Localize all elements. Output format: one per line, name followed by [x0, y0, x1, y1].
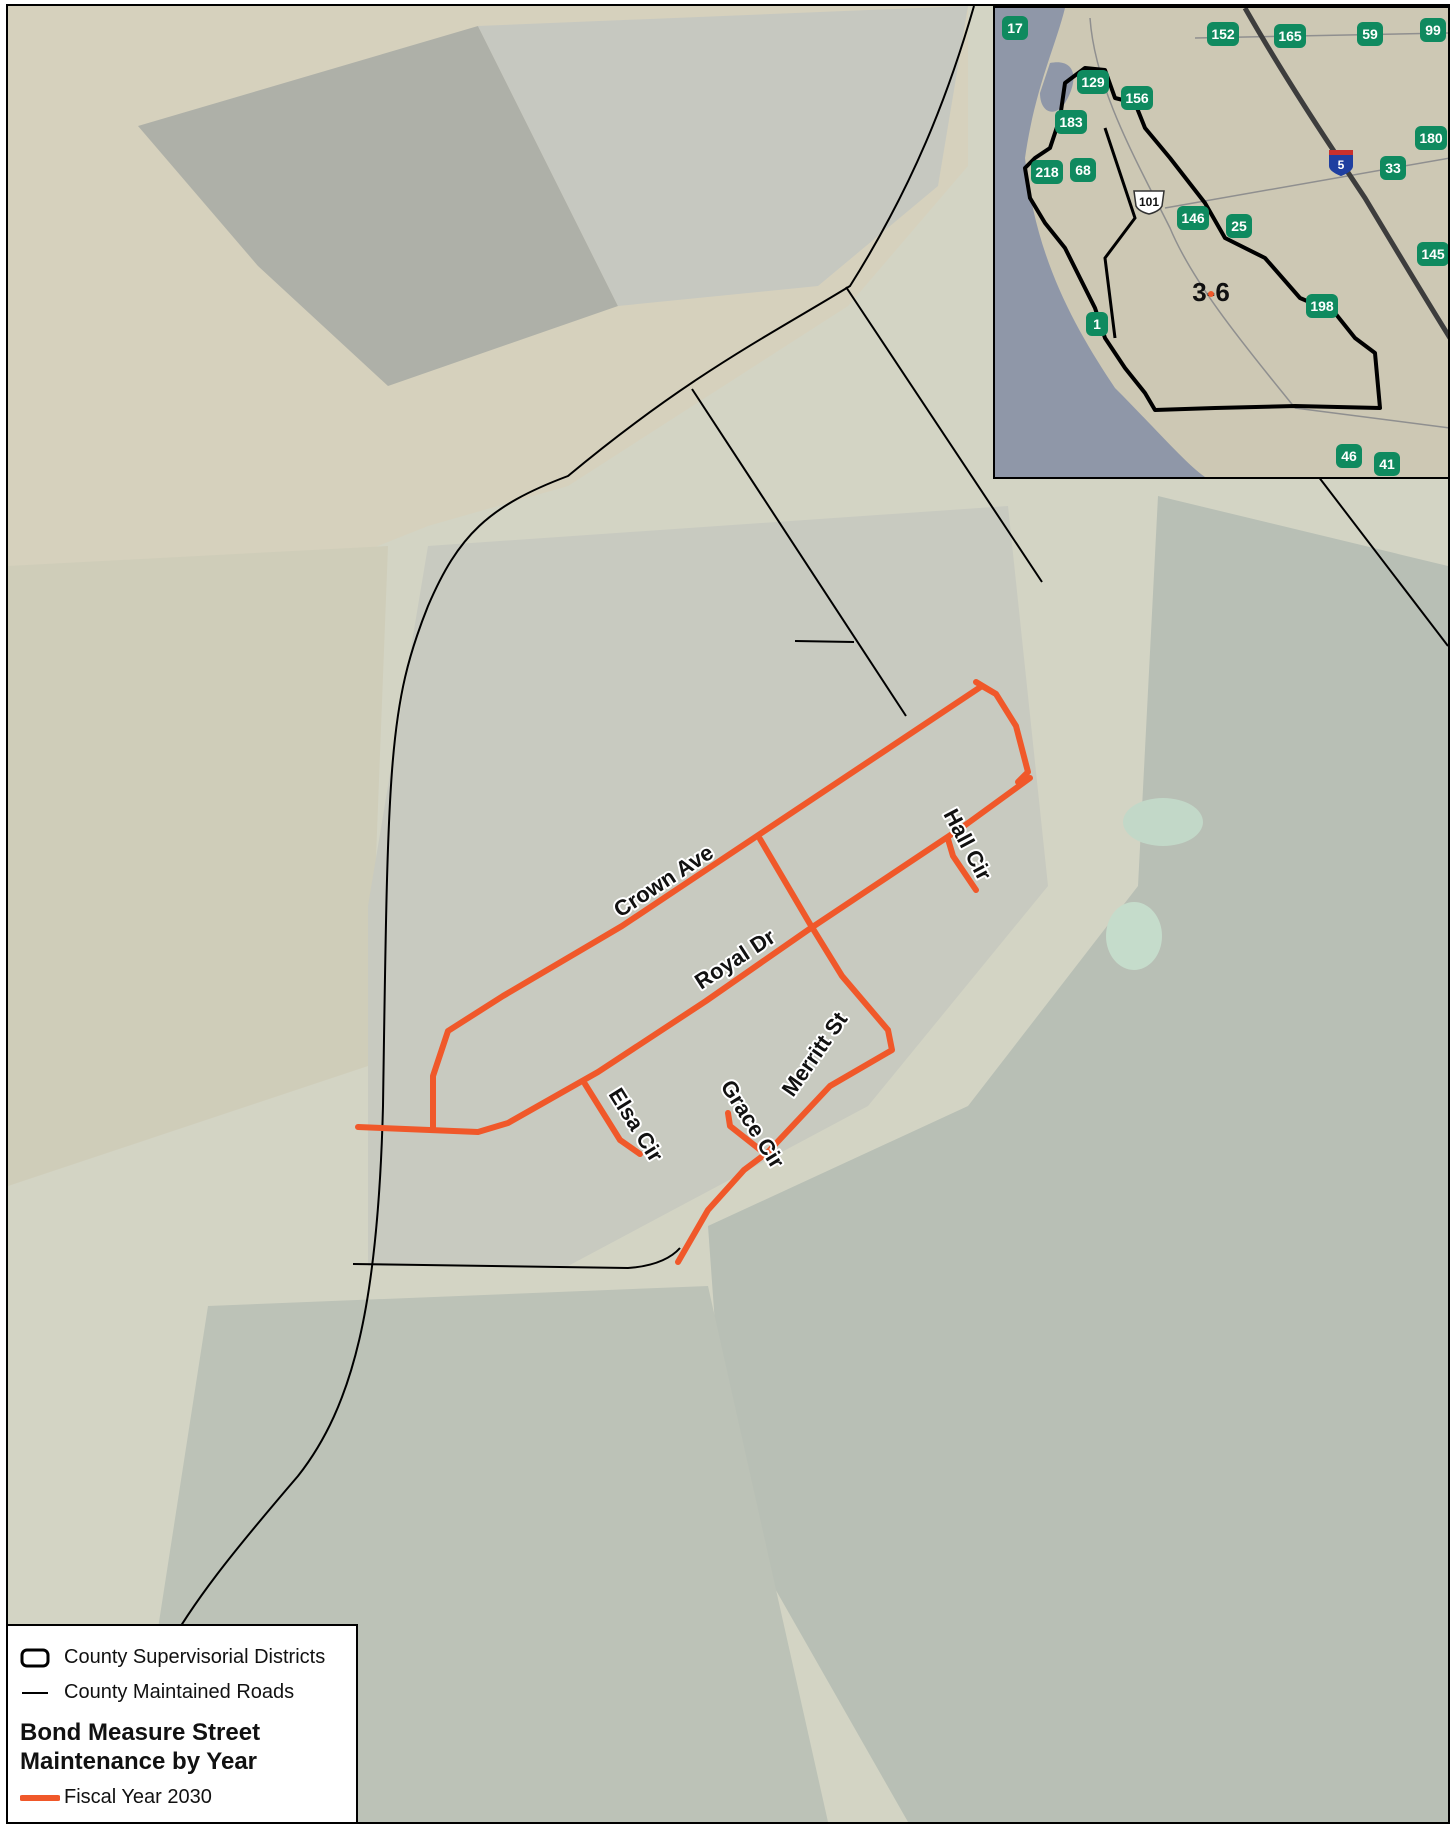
shield-33: 33: [1385, 160, 1401, 176]
shield-101: 101: [1139, 195, 1159, 209]
county-road-short-spur[interactable]: [794, 640, 855, 643]
inset-interstate-5: [1242, 8, 1448, 340]
shield-152: 152: [1211, 26, 1235, 42]
legend-label-fy2030: Fiscal Year 2030: [64, 1786, 212, 1808]
state-route-shield-icon: 68: [1070, 158, 1096, 182]
shield-1: 1: [1093, 316, 1101, 332]
legend-item-roads: County Maintained Roads: [20, 1675, 356, 1710]
map-frame[interactable]: Crown Ave Royal Dr Hall Cir Merritt St E…: [6, 4, 1450, 1824]
west-fields: [8, 546, 388, 1186]
shield-46: 46: [1341, 448, 1357, 464]
inset-svg: 17 152 165 59 99 129 156 183 180 218 68 …: [995, 8, 1448, 477]
state-route-shield-icon: 145: [1417, 242, 1448, 266]
county-road-east[interactable]: [845, 286, 1043, 583]
state-route-shield-icon: 156: [1121, 86, 1153, 110]
state-route-shield-icon: 183: [1055, 110, 1087, 134]
legend-item-districts: County Supervisorial Districts: [20, 1640, 356, 1675]
shield-59: 59: [1362, 26, 1378, 42]
shield-165: 165: [1278, 28, 1302, 44]
interstate-shield-icon: 5: [1329, 150, 1353, 176]
state-route-shield-icon: 25: [1226, 214, 1252, 238]
inset-district-inner: [1103, 127, 1137, 339]
pond-north: [1123, 798, 1203, 846]
shield-218: 218: [1035, 164, 1059, 180]
inset-road-south: [1294, 407, 1448, 429]
shield-156: 156: [1125, 90, 1149, 106]
shield-146: 146: [1181, 210, 1205, 226]
state-route-shield-icon: 46: [1336, 444, 1362, 468]
farm-field-dark: [138, 26, 618, 386]
state-route-shield-icon: 59: [1357, 22, 1383, 46]
farm-field-light: [478, 6, 968, 306]
inset-shields: 17 152 165 59 99 129 156 183 180 218 68 …: [1002, 16, 1448, 476]
grace-cir-line[interactable]: [725, 1110, 771, 1159]
shield-145: 145: [1421, 246, 1445, 262]
state-route-shield-icon: 165: [1274, 24, 1306, 48]
legend-title-line2: Maintenance by Year: [20, 1748, 257, 1775]
state-route-shield-icon: 99: [1420, 18, 1446, 42]
state-route-shield-icon: 41: [1374, 452, 1400, 476]
elsa-cir-line[interactable]: [582, 1081, 643, 1157]
county-road-southwest[interactable]: [352, 1247, 681, 1270]
shield-99: 99: [1425, 22, 1441, 38]
state-route-shield-icon: 1: [1086, 312, 1108, 336]
map-legend: County Supervisorial Districts County Ma…: [8, 1624, 358, 1822]
inset-location-marker: [1208, 291, 1214, 297]
shield-41: 41: [1379, 456, 1395, 472]
merritt-st-line[interactable]: [675, 836, 895, 1265]
state-route-shield-icon: 146: [1177, 206, 1209, 230]
orange-line-icon: [20, 1788, 64, 1808]
state-route-shield-icon: 129: [1077, 70, 1109, 94]
shield-183: 183: [1059, 114, 1083, 130]
inset-bay: [1040, 62, 1074, 112]
royal-dr-line[interactable]: [355, 775, 1033, 1135]
shield-17: 17: [1007, 20, 1023, 36]
vineyard-area: [708, 496, 1448, 1822]
state-route-shield-icon: 198: [1306, 294, 1338, 318]
state-route-shield-icon: 180: [1415, 126, 1447, 150]
state-route-shield-icon: 17: [1002, 16, 1028, 40]
inset-ocean: [995, 8, 1205, 477]
inset-locator-map[interactable]: 17 152 165 59 99 129 156 183 180 218 68 …: [993, 6, 1448, 479]
shield-198: 198: [1310, 298, 1334, 314]
county-road-north-spur[interactable]: [691, 388, 907, 717]
legend-item-fy2030: Fiscal Year 2030: [20, 1780, 356, 1815]
county-roads: [157, 6, 1448, 1667]
residential-area: [368, 506, 1048, 1266]
us-route-shield-icon: 101: [1133, 190, 1165, 215]
shield-25: 25: [1231, 218, 1247, 234]
maintenance-streets: [355, 679, 1033, 1265]
county-road-main[interactable]: [157, 6, 975, 1667]
hall-cir-line[interactable]: [945, 836, 979, 893]
shield-5: 5: [1338, 158, 1345, 172]
legend-label-districts: County Supervisorial Districts: [64, 1646, 326, 1668]
state-route-shield-icon: 218: [1031, 160, 1063, 184]
legend-title-line1: Bond Measure Street: [20, 1719, 261, 1746]
road-line-icon: [20, 1683, 64, 1703]
pond-south: [1106, 902, 1162, 970]
legend-label-roads: County Maintained Roads: [64, 1681, 295, 1703]
inset-district-boundary: [1023, 66, 1382, 412]
crown-ave-line[interactable]: [430, 679, 1031, 1133]
shield-129: 129: [1081, 74, 1105, 90]
county-road-far-east[interactable]: [1317, 475, 1448, 647]
shield-180: 180: [1419, 130, 1443, 146]
shield-68: 68: [1075, 162, 1091, 178]
state-route-shield-icon: 152: [1207, 22, 1239, 46]
legend-title: Bond Measure Street Maintenance by Year: [20, 1718, 356, 1776]
district-outline-icon: [20, 1648, 64, 1668]
state-route-shield-icon: 33: [1380, 156, 1406, 180]
